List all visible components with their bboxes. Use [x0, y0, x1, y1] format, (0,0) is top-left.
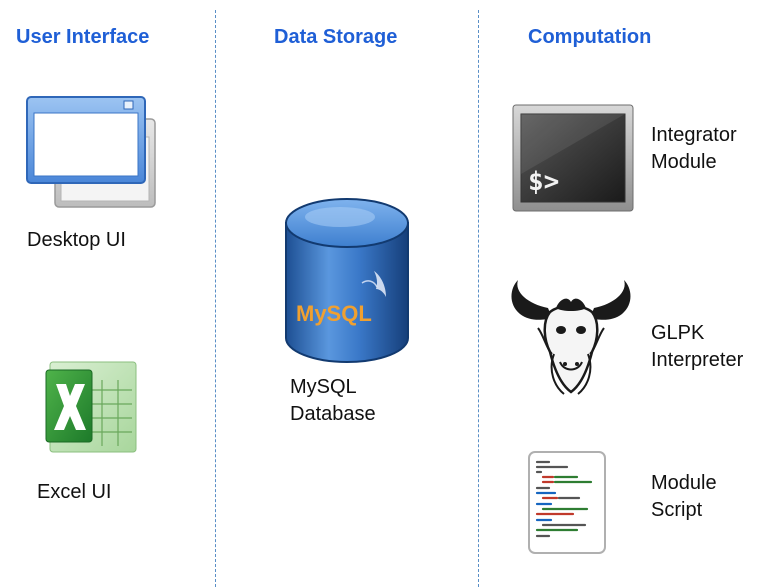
glpk-label-line2: Interpreter	[651, 349, 744, 371]
gnu-head-icon	[508, 278, 634, 398]
glpk-label-line1: GLPK	[651, 322, 705, 344]
column-title-computation: Computation	[528, 26, 652, 48]
mysql-logo-text: MySQL	[296, 301, 372, 326]
mysql-label-line2: Database	[290, 403, 376, 425]
excel-icon	[44, 360, 139, 455]
terminal-icon: $>	[512, 104, 634, 212]
mysql-database-icon: MySQL	[282, 193, 412, 368]
module-script-label-line2: Script	[651, 499, 703, 521]
excel-ui-label: Excel UI	[37, 481, 112, 503]
integrator-label-line1: Integrator	[651, 124, 737, 146]
column-title-user-interface: User Interface	[16, 26, 150, 48]
desktop-ui-label: Desktop UI	[27, 229, 126, 251]
column-divider-right	[478, 10, 479, 587]
integrator-label-line2: Module	[651, 151, 717, 173]
script-document-icon	[527, 450, 607, 555]
terminal-prompt: $>	[528, 167, 559, 197]
desktop-window-icon	[25, 95, 160, 210]
column-divider-left	[215, 10, 216, 587]
module-script-label-line1: Module	[651, 472, 717, 494]
mysql-label-line1: MySQL	[290, 376, 357, 398]
column-title-data-storage: Data Storage	[274, 26, 398, 48]
